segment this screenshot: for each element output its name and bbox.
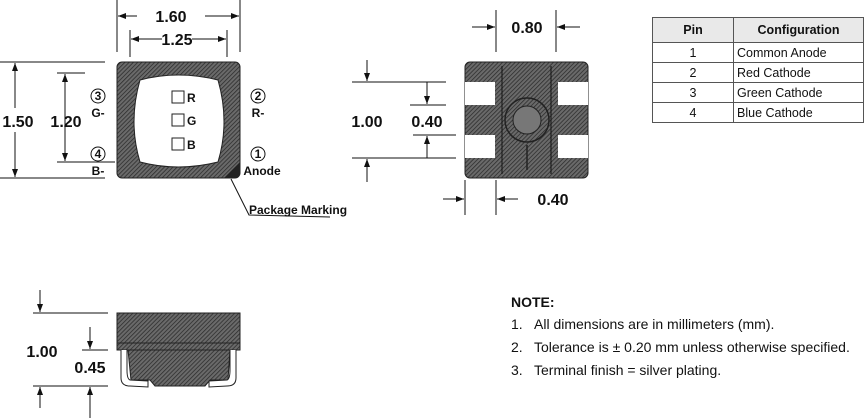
package-marking-notch — [224, 162, 240, 178]
pin-3-label: 3 G- — [90, 88, 106, 120]
table-row: 1 Common Anode — [652, 42, 864, 63]
dim-bottom-width: 0.80 — [472, 10, 580, 52]
package-body-side — [116, 312, 241, 344]
svg-text:G-: G- — [91, 106, 104, 120]
terminal-right — [208, 350, 237, 388]
svg-text:1.50: 1.50 — [2, 114, 33, 131]
svg-text:1.20: 1.20 — [50, 114, 81, 131]
notes-title: NOTE: — [511, 294, 555, 310]
pin-configuration-table: Pin Configuration 1 Common Anode 2 Red C… — [652, 17, 864, 123]
pad — [465, 82, 495, 105]
table-row: 4 Blue Cathode — [652, 102, 864, 123]
terminal-left — [120, 350, 149, 388]
svg-text:B: B — [187, 138, 196, 152]
note-item: 1.All dimensions are in millimeters (mm)… — [511, 316, 775, 332]
dim-pad-width: 0.40 — [443, 180, 569, 215]
dim-width-outer: 1.60 — [116, 0, 241, 52]
pin-2-label: 2 R- — [250, 88, 266, 120]
svg-text:R: R — [187, 91, 196, 105]
svg-text:1.25: 1.25 — [161, 32, 192, 49]
dim-height-outer: 1.50 — [0, 61, 105, 179]
svg-text:0.40: 0.40 — [537, 192, 568, 209]
svg-text:G: G — [187, 114, 196, 128]
svg-text:Anode: Anode — [243, 164, 281, 178]
svg-text:0.40: 0.40 — [411, 114, 442, 131]
table-header-row: Pin Configuration — [652, 17, 864, 43]
dim-side-height: 1.00 — [26, 290, 108, 408]
bottom-view: 0.80 1.00 0.40 0.40 — [351, 10, 589, 215]
pad — [465, 135, 495, 158]
pad — [558, 82, 588, 105]
note-item: 2.Tolerance is ± 0.20 mm unless otherwis… — [511, 339, 850, 355]
package-marking-label: Package Marking — [249, 203, 347, 217]
svg-text:0.80: 0.80 — [511, 20, 542, 37]
svg-text:B-: B- — [92, 164, 105, 178]
dim-height-inner: 1.20 — [50, 72, 115, 163]
dim-width-inner: 1.25 — [129, 30, 228, 57]
die-r: R — [171, 90, 196, 105]
dim-pad-gap: 0.40 — [410, 82, 456, 158]
svg-text:1: 1 — [255, 147, 262, 161]
pin-1-label: 1 Anode — [243, 146, 281, 178]
notes-section: NOTE: 1.All dimensions are in millimeter… — [511, 294, 850, 385]
table-row: 3 Green Cathode — [652, 82, 864, 103]
top-view: R G B 3 G- 4 B- 2 R- 1 Anode — [0, 0, 347, 218]
thermal-pad-ring — [504, 97, 550, 143]
svg-text:1.00: 1.00 — [351, 114, 382, 131]
svg-text:4: 4 — [95, 147, 102, 161]
svg-text:2: 2 — [255, 89, 262, 103]
svg-text:1.60: 1.60 — [155, 9, 186, 26]
note-item: 3.Terminal finish = silver plating. — [511, 362, 722, 378]
thermal-pad — [512, 105, 542, 135]
pin-4-label: 4 B- — [90, 146, 106, 178]
svg-text:1.00: 1.00 — [26, 344, 57, 361]
table-row: 2 Red Cathode — [652, 62, 864, 83]
header-configuration: Configuration — [733, 17, 864, 43]
dim-side-lower: 0.45 — [74, 327, 108, 418]
side-view: 1.00 0.45 — [26, 290, 241, 418]
svg-text:0.45: 0.45 — [74, 360, 105, 377]
svg-text:R-: R- — [252, 106, 265, 120]
die-b: B — [171, 137, 196, 152]
package-marking-leader — [230, 178, 331, 218]
dim-bottom-height: 1.00 — [351, 60, 456, 182]
svg-text:3: 3 — [95, 89, 102, 103]
die-g: G — [171, 113, 196, 128]
header-pin: Pin — [652, 17, 734, 43]
pad — [558, 135, 588, 158]
